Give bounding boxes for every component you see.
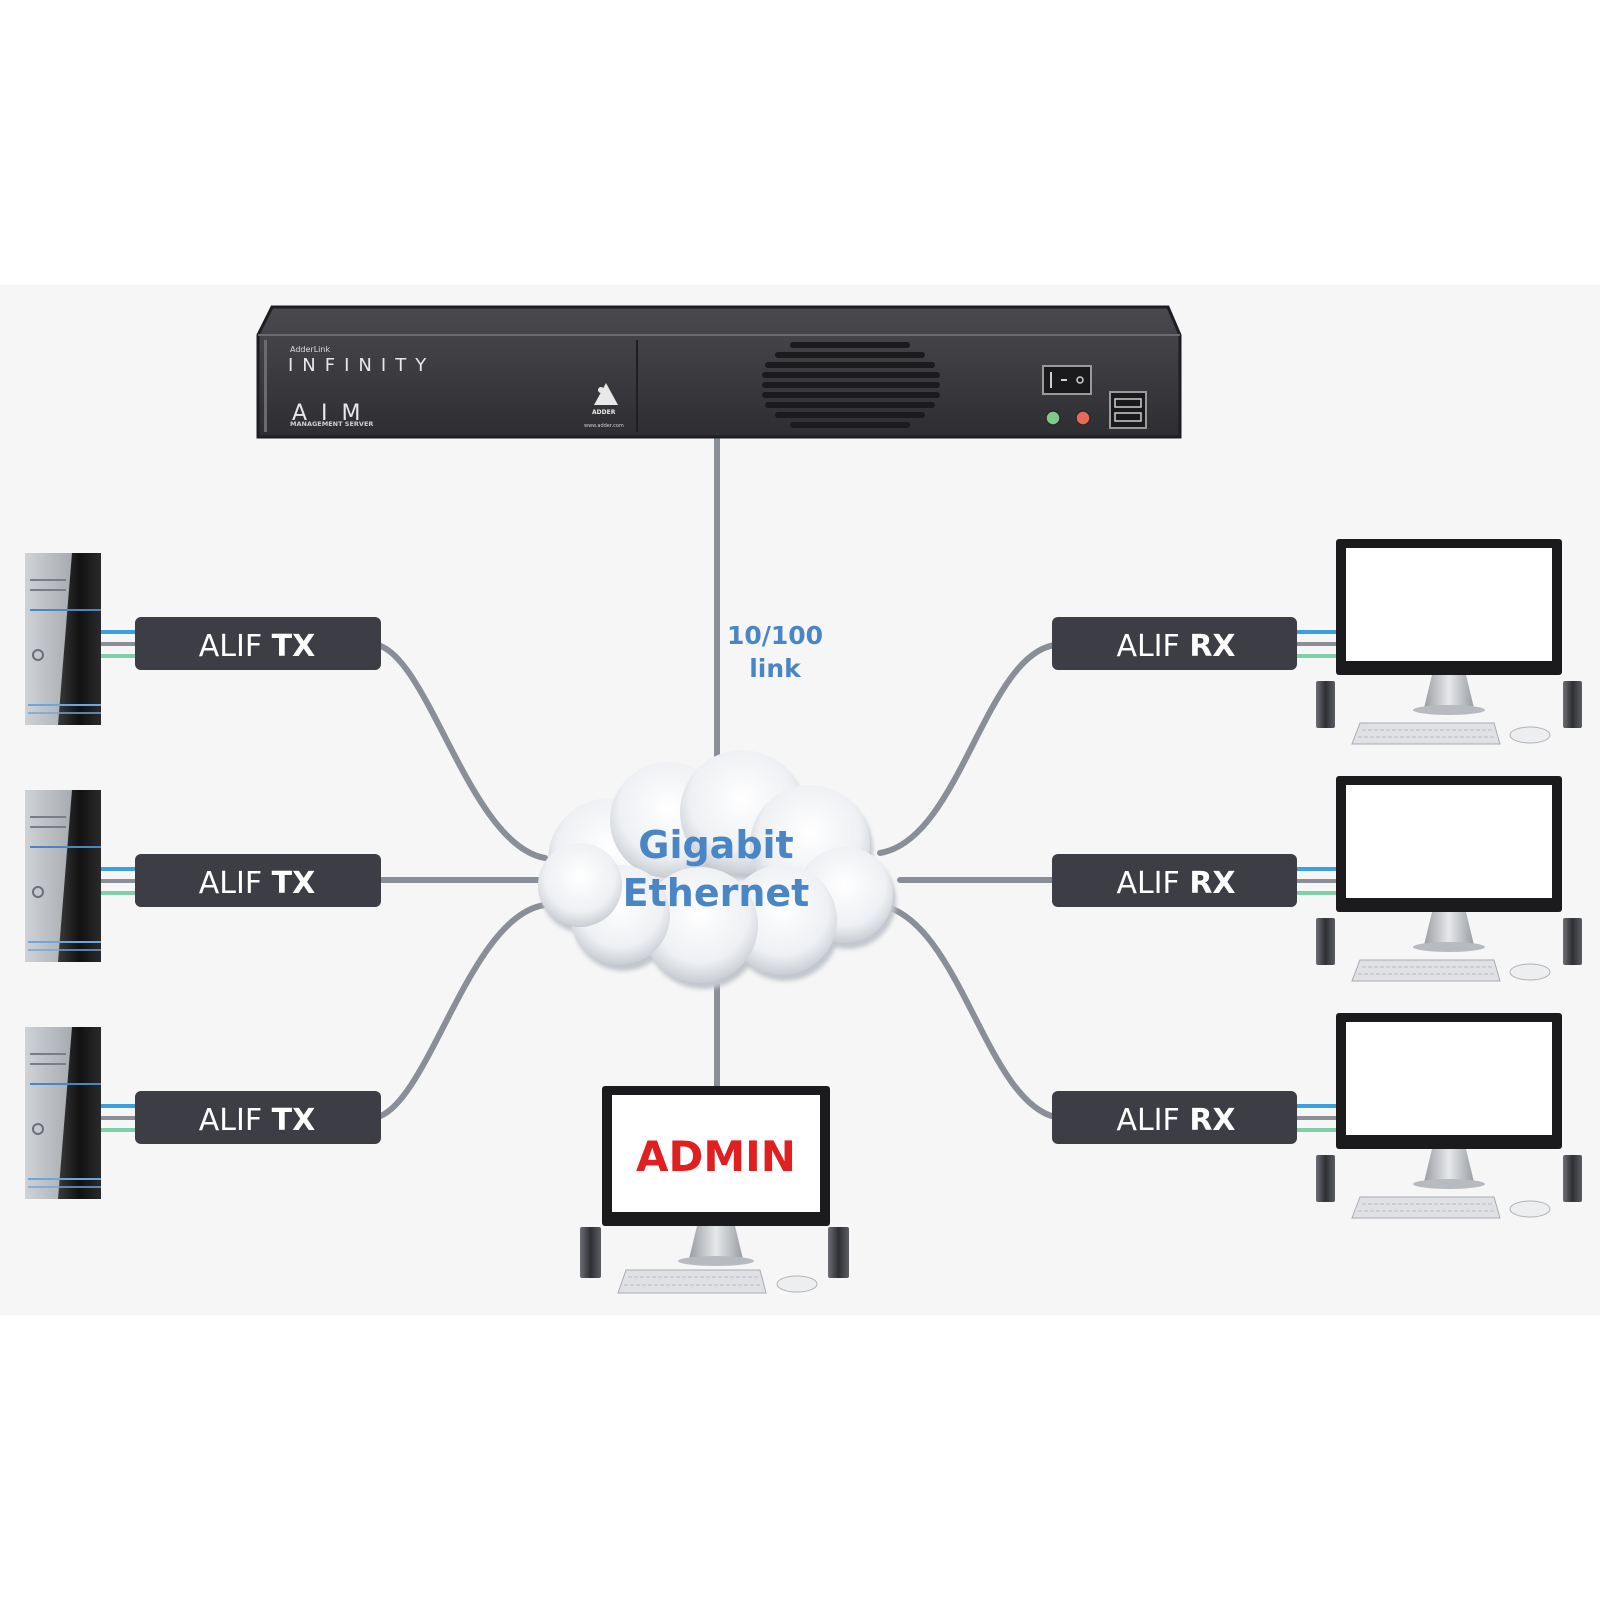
- admin-workstation: ADMIN: [580, 1086, 849, 1294]
- tx-label-prefix: ALIF: [199, 629, 262, 664]
- red-led-icon: [1075, 410, 1091, 426]
- tx3-cable: [375, 902, 548, 1120]
- monitor-workstation-icon: [1316, 539, 1582, 745]
- link-speed-label: 10/100: [727, 621, 823, 650]
- speaker-icon: [828, 1227, 849, 1278]
- brand-small: AdderLink: [290, 345, 330, 354]
- computer-tower-icon: [25, 553, 101, 725]
- network-label-line1: Gigabit: [638, 823, 793, 867]
- mouse-icon: [776, 1275, 818, 1293]
- rx-label-prefix: ALIF: [1116, 629, 1179, 664]
- green-led-icon: [1045, 410, 1061, 426]
- tx-label-box: [135, 617, 381, 670]
- rx-label: ALIF RX: [1116, 629, 1235, 664]
- computer-tower-icon: [25, 1027, 101, 1199]
- port-cables: [1297, 867, 1336, 895]
- tx-label: ALIF TX: [199, 629, 315, 664]
- rx-unit-2: ALIF RX: [1052, 776, 1582, 982]
- rx-label: ALIF RX: [1116, 866, 1235, 901]
- link-label: link: [749, 654, 802, 683]
- cables: [375, 429, 1058, 1120]
- tx-label-suffix: TX: [272, 866, 316, 901]
- tx-label-prefix: ALIF: [199, 1103, 262, 1138]
- aim-management-server: AdderLink INFINITY AIM MANAGEMENT SERVER…: [256, 305, 1182, 439]
- tx-label-suffix: TX: [272, 1103, 316, 1138]
- port-cables: [101, 867, 138, 895]
- port-cables: [1297, 630, 1336, 658]
- rx-label: ALIF RX: [1116, 1103, 1235, 1138]
- tx-label-box: [135, 854, 381, 907]
- url-text: www.adder.com: [584, 423, 624, 429]
- speaker-icon: [580, 1227, 601, 1278]
- admin-screen: [612, 1095, 820, 1212]
- power-switch-icon: [1042, 365, 1092, 395]
- computer-tower-icon: [25, 790, 101, 962]
- adder-logo-text: ADDER: [592, 409, 616, 416]
- port-cables: [101, 630, 138, 658]
- admin-label: ADMIN: [636, 1132, 796, 1181]
- tx-label: ALIF TX: [199, 866, 315, 901]
- tx-unit-1: ALIF TX: [25, 553, 381, 725]
- rx-unit-3: ALIF RX: [1052, 1013, 1582, 1219]
- gigabit-ethernet-cloud: Gigabit Ethernet: [538, 750, 896, 989]
- tx-label-prefix: ALIF: [199, 866, 262, 901]
- monitor-workstation-icon: [1316, 776, 1582, 982]
- brand-large: INFINITY: [288, 355, 435, 376]
- rx-label-prefix: ALIF: [1116, 1103, 1179, 1138]
- vent-grille-icon: [762, 342, 940, 428]
- rx3-cable: [877, 902, 1058, 1120]
- tx-label-box: [135, 1091, 381, 1144]
- tx1-cable: [375, 642, 548, 861]
- rx-label-box: [1052, 1091, 1297, 1144]
- rx-label-box: [1052, 617, 1297, 670]
- tx-label-suffix: TX: [272, 629, 316, 664]
- port-cables: [1297, 1104, 1336, 1132]
- network-label-line2: Ethernet: [623, 871, 810, 915]
- rx-label-box: [1052, 854, 1297, 907]
- tx-unit-3: ALIF TX: [25, 1027, 381, 1199]
- keyboard-icon: [617, 1269, 767, 1294]
- tx-unit-2: ALIF TX: [25, 790, 381, 962]
- tx-label: ALIF TX: [199, 1103, 315, 1138]
- rx-label-suffix: RX: [1189, 866, 1235, 901]
- rx-label-prefix: ALIF: [1116, 866, 1179, 901]
- adder-logo-icon: [594, 383, 618, 405]
- usb-ports-icon: [1109, 391, 1147, 429]
- rx-label-suffix: RX: [1189, 1103, 1235, 1138]
- monitor-workstation-icon: [1316, 1013, 1582, 1219]
- port-cables: [101, 1104, 138, 1132]
- rx1-cable: [877, 642, 1058, 856]
- product-logo: AIM: [292, 401, 375, 426]
- rx-unit-1: ALIF RX: [1052, 539, 1582, 745]
- product-sub: MANAGEMENT SERVER: [290, 420, 373, 428]
- rx-label-suffix: RX: [1189, 629, 1235, 664]
